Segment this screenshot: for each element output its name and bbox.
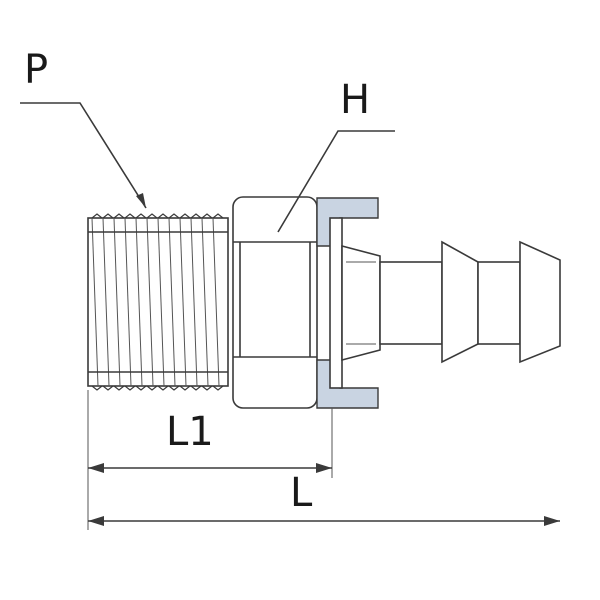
thread-line [157,217,165,387]
thread-line [212,217,220,387]
dimension-lines [87,390,560,530]
thread-crest [113,385,125,391]
p-leader [20,102,147,209]
thread-crest [190,213,202,219]
thread-crest [201,213,213,219]
thread-crest [113,213,125,219]
thread-crest [102,213,114,219]
thread-crest [124,385,136,391]
threaded-section [87,213,229,391]
thread-crest [179,213,191,219]
thread-crest [157,385,169,391]
thread-line [179,217,187,387]
thread-crest [146,213,158,219]
upper-claw [316,197,379,247]
thread-crest [212,385,224,391]
thread-crest [91,213,103,219]
label-l: L [290,470,313,516]
thread-crest [201,385,213,391]
label-p: P [24,47,48,93]
thread-crest [146,385,158,391]
thread-crest [212,213,224,219]
thread-crest [91,385,103,391]
thread-crest [157,213,169,219]
thread-line [91,217,99,387]
thread-line [201,217,209,387]
hose-barb [341,240,561,364]
thread-line [124,217,132,387]
thread-line [135,217,143,387]
thread-line [168,217,176,387]
thread-crest [168,385,180,391]
label-l1: L1 [166,409,214,455]
thread-crest [102,385,114,391]
h-leader [277,130,395,233]
label-h: H [340,77,370,123]
thread-crest [179,385,191,391]
thread-line [113,217,121,387]
lower-claw [316,359,379,409]
thread-line [102,217,110,387]
thread-crest [135,385,147,391]
thread-line [146,217,154,387]
hex-nut [232,196,318,409]
thread-lines [91,213,224,391]
thread-crest [168,213,180,219]
thread-crest [190,385,202,391]
thread-crest [135,213,147,219]
thread-crest [124,213,136,219]
thread-line [190,217,198,387]
